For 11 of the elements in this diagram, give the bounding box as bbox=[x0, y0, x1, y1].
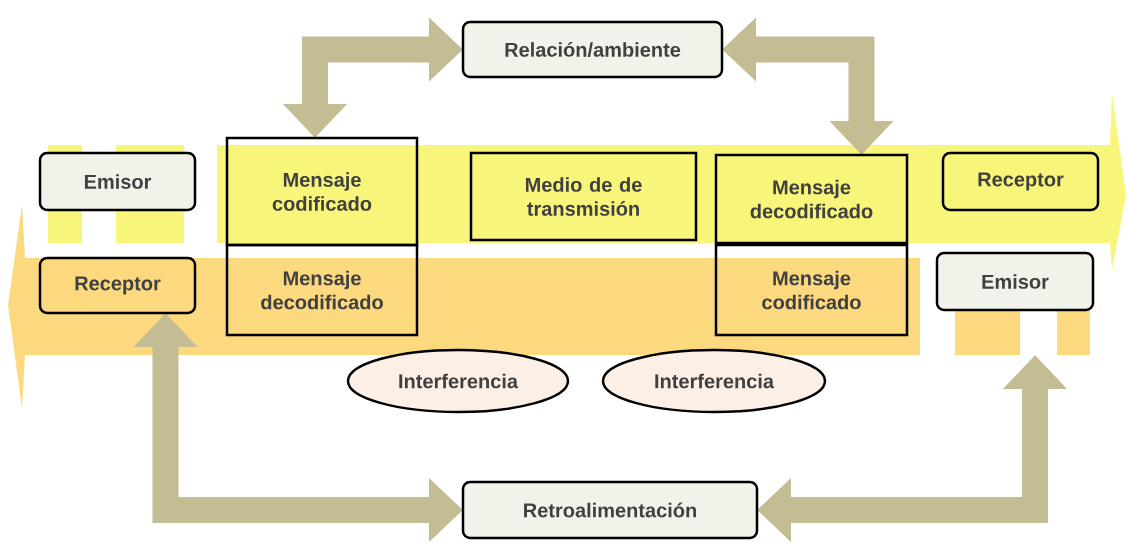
frame-box: Mensaje decodificado bbox=[225, 243, 419, 337]
sender-drawing: Emisor bbox=[38, 145, 197, 243]
sender-drawing: Emisor bbox=[935, 251, 1095, 355]
frame-box: Mensaje decodificado bbox=[714, 153, 909, 245]
frame-box: Mensaje codificado bbox=[714, 243, 909, 337]
rounded-box: Receptor bbox=[941, 151, 1100, 212]
frame-box: Mensaje codificado bbox=[225, 136, 419, 247]
rounded-box: Receptor bbox=[38, 256, 197, 315]
rounded-box: Relación/ambiente bbox=[461, 20, 724, 79]
frame-box: Medio de de transmisión bbox=[469, 151, 698, 242]
rounded-box: Retroalimentación bbox=[461, 480, 759, 540]
